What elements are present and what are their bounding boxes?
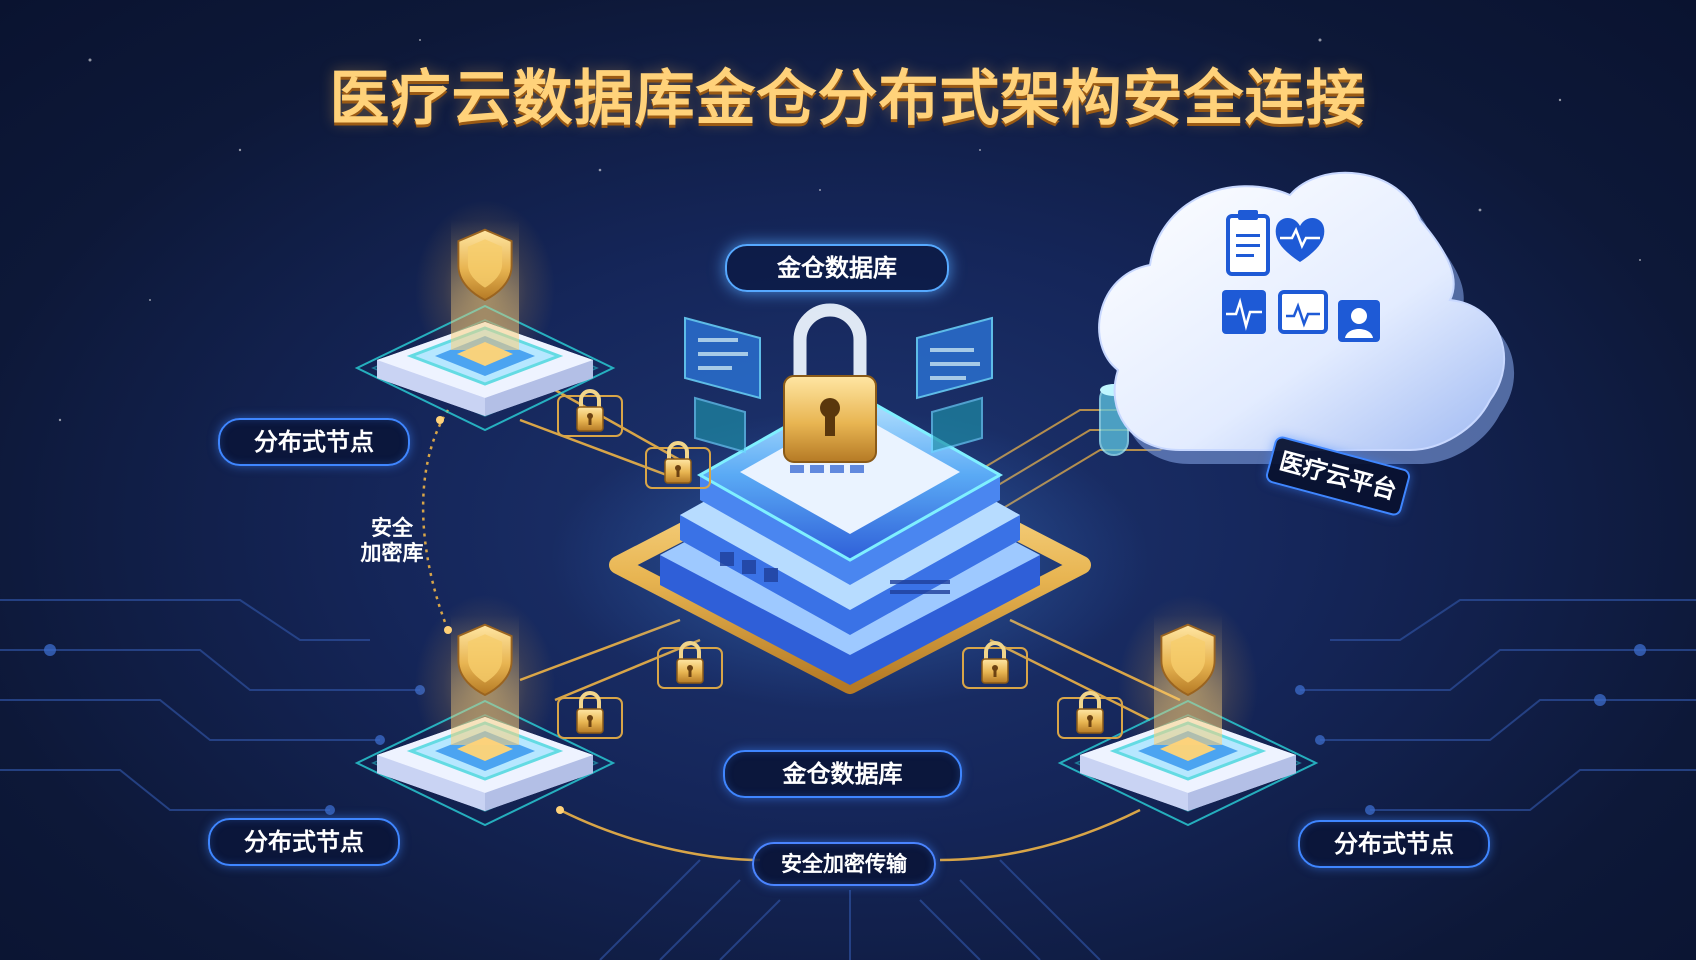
link-locks bbox=[557, 389, 1123, 739]
node-bottom-right bbox=[1058, 595, 1318, 827]
side-security-label: 安全 加密库 bbox=[352, 516, 432, 566]
core-database bbox=[550, 303, 1150, 710]
node-label-bottom-left: 分布式节点 bbox=[208, 818, 400, 866]
heart-pulse-icon bbox=[1275, 217, 1325, 262]
node-bottom-left bbox=[355, 595, 615, 827]
node-top-left bbox=[355, 200, 615, 432]
data-panel-left bbox=[684, 316, 761, 454]
circuit-traces bbox=[0, 599, 1696, 960]
side-security-label-line1: 安全 bbox=[371, 516, 413, 540]
padlock-icon bbox=[1057, 691, 1123, 739]
transfer-label: 安全加密传输 bbox=[752, 842, 936, 886]
core-label-top: 金仓数据库 bbox=[725, 244, 949, 292]
monitor-icon bbox=[1278, 290, 1328, 334]
padlock-icon bbox=[962, 641, 1028, 689]
data-panel-right bbox=[916, 316, 993, 454]
padlock-icon bbox=[645, 441, 711, 489]
padlock-icon bbox=[657, 641, 723, 689]
ecg-icon bbox=[1222, 290, 1266, 334]
circuit-nodes bbox=[44, 644, 1646, 815]
page-title: 医疗云数据库金仓分布式架构安全连接 bbox=[329, 64, 1367, 134]
cloud-icon bbox=[1098, 171, 1515, 464]
padlock-icon bbox=[557, 691, 623, 739]
padlock-icon bbox=[783, 303, 877, 463]
node-label-top-left: 分布式节点 bbox=[218, 418, 410, 466]
doctor-icon bbox=[1338, 300, 1380, 342]
node-label-bottom-right: 分布式节点 bbox=[1298, 820, 1490, 868]
side-security-label-line2: 加密库 bbox=[360, 541, 424, 565]
clipboard-icon bbox=[1226, 210, 1270, 276]
star-field bbox=[58, 38, 1641, 422]
padlock-icon bbox=[557, 389, 623, 437]
core-label-bottom: 金仓数据库 bbox=[723, 750, 962, 798]
